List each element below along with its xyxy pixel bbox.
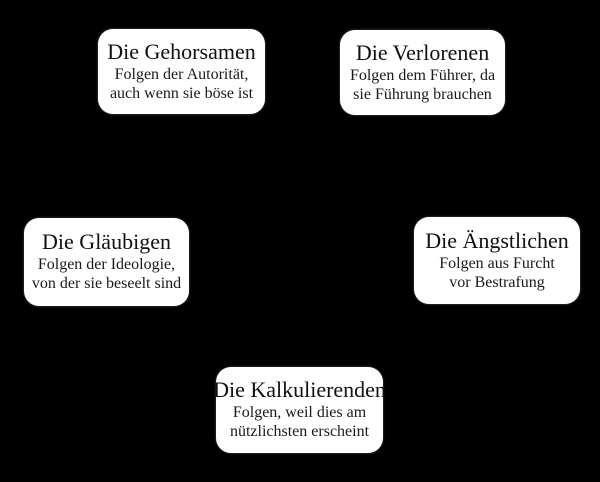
node-description-line1: Folgen der Ideologie,	[37, 256, 176, 273]
node-description-line1: Folgen aus Furcht	[439, 254, 555, 272]
node-description-line2: von der sie beseelt sind	[31, 275, 182, 292]
node-description-line1: Folgen dem Führer, da	[349, 66, 496, 84]
node-die-glaeubigen: Die Gläubigen Folgen der Ideologie, von …	[24, 218, 189, 306]
node-title: Die Gehorsamen	[107, 38, 256, 64]
node-die-gehorsamen: Die Gehorsamen Folgen der Autorität, auc…	[98, 29, 265, 114]
node-description-line1: Folgen der Autorität,	[114, 65, 249, 83]
node-title: Die Gläubigen	[42, 229, 171, 254]
node-description-line2: vor Bestrafung	[449, 273, 545, 291]
node-description-line2: auch wenn sie böse ist	[109, 84, 254, 102]
node-title: Die Ängstlichen	[425, 227, 569, 253]
node-die-aengstlichen: Die Ängstlichen Folgen aus Furcht vor Be…	[414, 217, 580, 304]
node-die-verlorenen: Die Verlorenen Folgen dem Führer, da sie…	[340, 30, 505, 115]
node-description-line2: nützlichsten erscheint	[229, 423, 370, 440]
node-title: Die Verlorenen	[355, 39, 490, 65]
node-description-line1: Folgen, weil dies am	[232, 404, 367, 421]
node-die-kalkulierenden: Die Kalkulierenden Folgen, weil dies am …	[213, 367, 386, 453]
node-title: Die Kalkulierenden	[213, 377, 386, 402]
node-description-line2: sie Führung brauchen	[353, 85, 492, 103]
